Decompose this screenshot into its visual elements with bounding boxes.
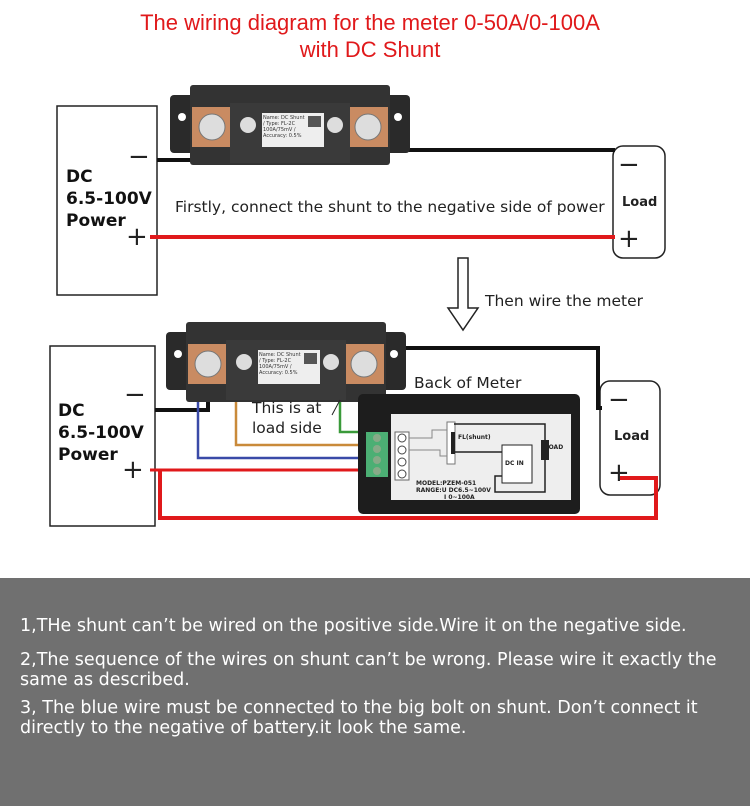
bottom-power-plus: + — [122, 455, 144, 485]
range-i-text: I 0~100A — [444, 494, 475, 501]
meter-model: MODEL:PZEM-051 RANGE:U DC6.5~100V I 0~10… — [416, 480, 491, 501]
bottom-load-label: Load — [614, 429, 650, 444]
bottom-power-minus: − — [124, 380, 146, 410]
top-instruction: Firstly, connect the shunt to the negati… — [175, 198, 605, 216]
title-line2: with DC Shunt — [299, 37, 441, 62]
bottom-load-plus: + — [608, 458, 630, 488]
power-line3: Power — [58, 445, 118, 465]
top-load-box — [612, 145, 666, 259]
wiring-diagram — [49, 84, 666, 527]
meter-title: Back of Meter — [414, 374, 522, 392]
blue-wire — [196, 390, 375, 460]
note-3: 3, The blue wire must be connected to th… — [20, 698, 698, 738]
note-line1: This is at — [252, 399, 322, 417]
top-load-label: Load — [622, 195, 658, 210]
bottom-load-minus: − — [608, 385, 630, 415]
load-side-note: This is at load side — [252, 398, 322, 438]
note-1: 1,THe shunt can’t be wired on the positi… — [20, 616, 687, 636]
notes-panel — [0, 578, 750, 806]
bottom-shunt-label: Name: DC Shunt / Type: FL-2C 100A/75mV /… — [259, 352, 301, 376]
top-power-minus: − — [128, 142, 150, 172]
orange-wire — [234, 390, 375, 447]
bottom-load-box — [599, 380, 661, 496]
top-load-minus: − — [618, 150, 640, 180]
bottom-power-box — [49, 345, 156, 527]
bottom-red-wire-load — [158, 470, 658, 520]
power-line2: 6.5-100V — [66, 189, 152, 209]
top-power-box — [56, 105, 158, 296]
top-power-label: DC 6.5-100V Power — [66, 166, 152, 232]
title-line1: The wiring diagram for the meter 0-50A/0… — [140, 10, 600, 35]
top-power-plus: + — [126, 222, 148, 252]
note-2: 2,The sequence of the wires on shunt can… — [20, 650, 717, 690]
meter-dcin-label: DC IN — [505, 460, 524, 467]
top-shunt-label: Name: DC Shunt / Type: FL-2C 100A/75mV /… — [263, 115, 305, 139]
top-load-plus: + — [618, 224, 640, 254]
down-arrow-icon — [446, 257, 480, 332]
meter-load-label: LOAD — [545, 444, 564, 451]
note-pointer — [331, 399, 341, 416]
power-line1: DC — [58, 401, 85, 421]
range-u-text: RANGE:U DC6.5~100V — [416, 487, 491, 494]
step-arrow-label: Then wire the meter — [485, 292, 644, 310]
power-line2: 6.5-100V — [58, 423, 144, 443]
model-text: MODEL:PZEM-051 — [416, 480, 477, 487]
meter-shunt-label: FL(shunt) — [458, 434, 491, 441]
power-line1: DC — [66, 167, 93, 187]
meter-back — [358, 394, 580, 514]
bottom-power-label: DC 6.5-100V Power — [58, 400, 144, 466]
power-line3: Power — [66, 211, 126, 231]
note-line2: load side — [252, 419, 322, 437]
